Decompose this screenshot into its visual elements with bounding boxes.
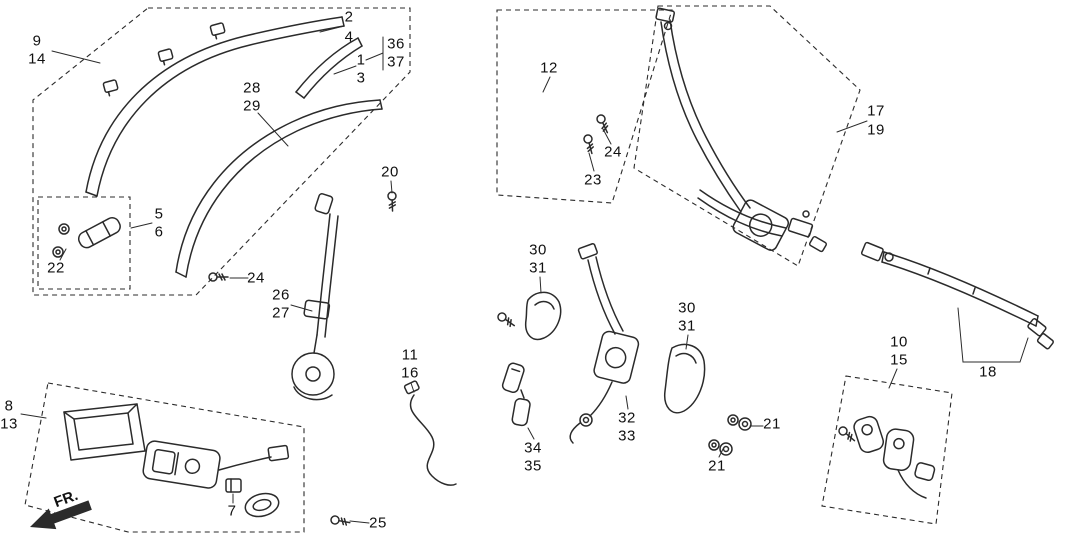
part-label-13: 17 <box>867 102 885 120</box>
part-label-30: 16 <box>401 364 419 382</box>
guide-rail-group <box>860 241 1054 350</box>
part-label-23: 31 <box>529 259 547 277</box>
part-label-3: 4 <box>344 28 354 46</box>
harness-wire-group <box>403 380 457 486</box>
part-label-25: 31 <box>678 317 696 335</box>
part-label-8: 28 <box>243 79 261 97</box>
buckle-stalk-group <box>501 362 531 427</box>
part-label-10: 12 <box>540 59 558 77</box>
front-buckle-group <box>63 403 290 518</box>
trim-clips <box>102 22 226 97</box>
pillar-trim-group <box>85 16 383 278</box>
part-label-6: 1 <box>356 51 366 69</box>
part-label-29: 11 <box>401 346 419 364</box>
part-label-15: 20 <box>381 163 399 181</box>
part-label-21: 27 <box>272 304 290 322</box>
part-label-28: 18 <box>979 363 997 381</box>
part-label-22: 30 <box>529 241 547 259</box>
dashed-boundaries <box>24 5 953 533</box>
part-label-34: 33 <box>618 427 636 445</box>
part-label-38: 21 <box>708 457 726 475</box>
part-label-26: 10 <box>890 333 908 351</box>
part-label-2: 2 <box>344 8 354 26</box>
part-label-7: 3 <box>356 69 366 87</box>
retractor-assembly-group <box>655 7 828 253</box>
part-label-40: 25 <box>369 514 387 532</box>
part-label-18: 22 <box>47 259 65 277</box>
part-label-0: 9 <box>32 32 42 50</box>
part-label-37: 21 <box>763 415 781 433</box>
part-label-17: 6 <box>154 223 164 241</box>
part-label-14: 19 <box>867 121 885 139</box>
part-label-31: 8 <box>4 397 14 415</box>
part-label-27: 15 <box>890 351 908 369</box>
part-label-5: 37 <box>387 53 405 71</box>
fr-arrow-icon <box>30 500 92 530</box>
part-label-33: 32 <box>618 409 636 427</box>
part-label-39: 7 <box>227 502 237 520</box>
height-adjuster-group <box>291 193 339 401</box>
part-label-16: 5 <box>154 205 164 223</box>
part-label-11: 24 <box>604 143 622 161</box>
part-label-32: 13 <box>0 415 18 433</box>
anchor-cover-group <box>524 291 706 414</box>
rear-buckle-group <box>853 415 936 499</box>
part-label-12: 23 <box>584 171 602 189</box>
part-label-36: 35 <box>524 457 542 475</box>
washer-nut-icons <box>708 414 752 456</box>
center-belt-group <box>569 242 640 444</box>
part-label-1: 14 <box>28 50 46 68</box>
part-label-9: 29 <box>243 97 261 115</box>
small-hardware-group <box>52 216 121 258</box>
part-label-4: 36 <box>387 35 405 53</box>
part-label-24: 30 <box>678 299 696 317</box>
part-label-35: 34 <box>524 439 542 457</box>
part-label-19: 24 <box>247 269 265 287</box>
part-label-20: 26 <box>272 286 290 304</box>
